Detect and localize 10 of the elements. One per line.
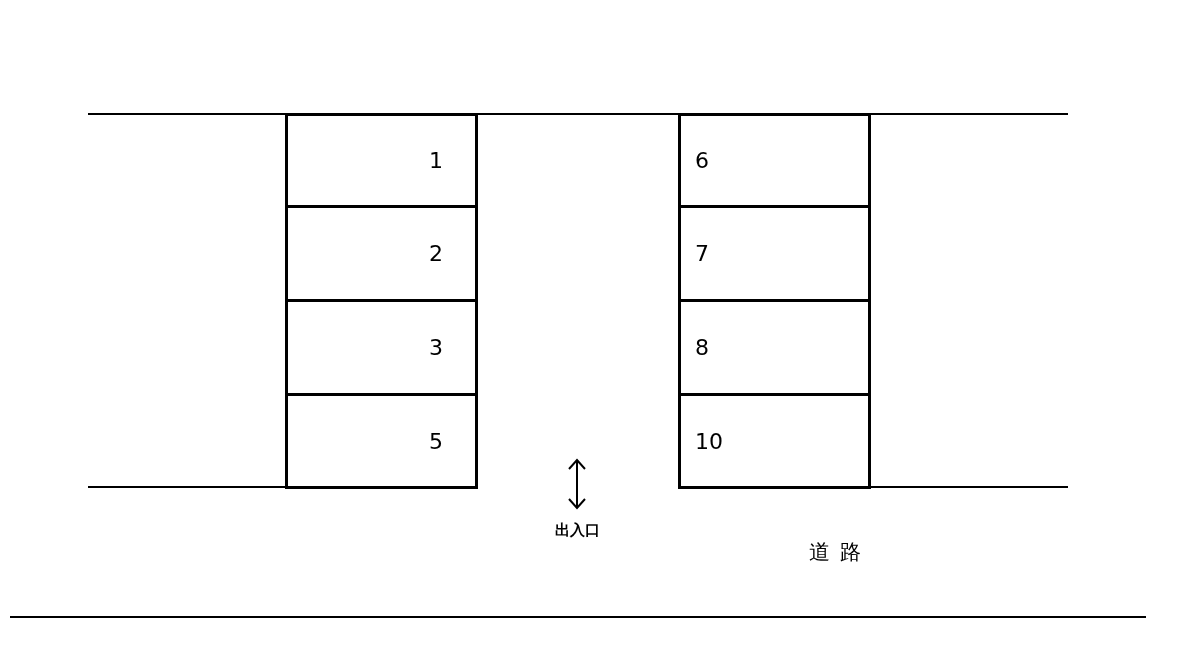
entrance-label: 出入口 — [554, 520, 600, 540]
road-label: 道路 — [809, 539, 871, 566]
parking-space: 3 — [285, 299, 478, 396]
parking-space: 8 — [678, 299, 871, 396]
parking-space: 6 — [678, 113, 871, 208]
parking-space: 2 — [285, 205, 478, 302]
parking-space: 7 — [678, 205, 871, 302]
parking-space: 5 — [285, 393, 478, 489]
parking-space: 1 — [285, 113, 478, 208]
parking-space: 10 — [678, 393, 871, 489]
